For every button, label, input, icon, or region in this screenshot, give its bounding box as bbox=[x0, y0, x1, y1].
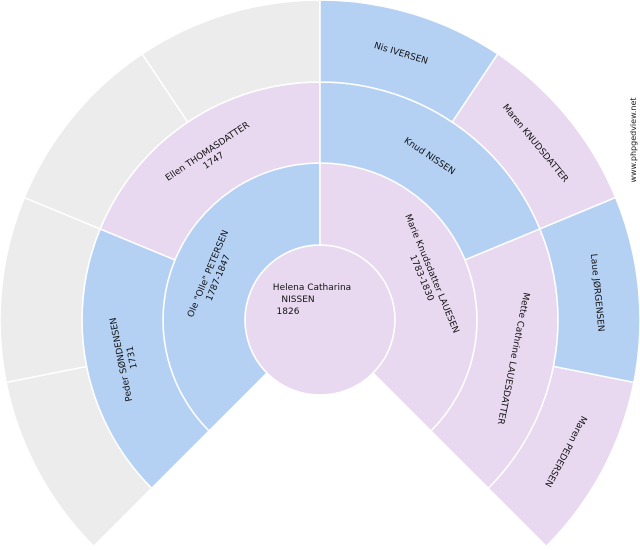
root-person-circle[interactable] bbox=[244, 244, 396, 396]
root-person-line: Helena Catharina bbox=[273, 283, 351, 293]
root-person-line: NISSEN bbox=[281, 295, 314, 305]
ancestor-segment-gen3-3 bbox=[141, 0, 321, 124]
watermark-text: www.phpgedview.net bbox=[629, 97, 638, 182]
ancestor-segment-gen3-7[interactable] bbox=[487, 365, 635, 548]
ancestor-label-line: 1731 bbox=[126, 345, 140, 369]
root-person-line: 1826 bbox=[277, 307, 300, 317]
